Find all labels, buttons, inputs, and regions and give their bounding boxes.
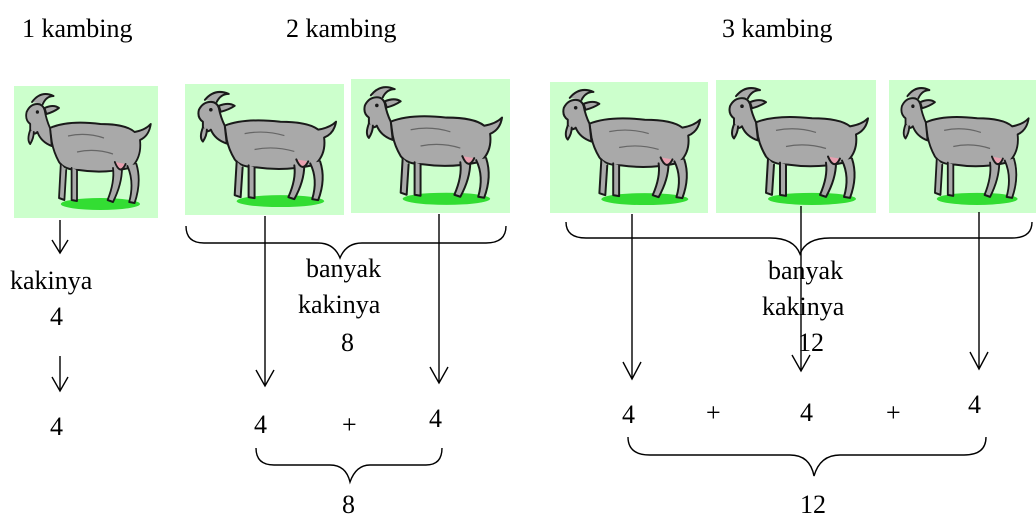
group-3-operator-1: + <box>706 398 721 427</box>
group-3-legs-value: 12 <box>798 328 824 357</box>
goat-card-6 <box>889 80 1036 213</box>
curly-brace-icon <box>185 225 507 260</box>
goat-icon <box>185 84 344 215</box>
group-3-legs-label-line2: kakinya <box>762 292 845 321</box>
group-3-addend-3: 4 <box>968 390 981 419</box>
group-2-legs-label-line2: kakinya <box>298 290 381 319</box>
arrow-down-icon <box>969 212 989 371</box>
goat-icon <box>14 86 158 218</box>
goat-card-2 <box>185 84 344 215</box>
arrow-down-icon <box>255 216 275 388</box>
group-2-addend-1: 4 <box>254 410 267 439</box>
group-1-addend: 4 <box>50 412 63 441</box>
group-3-title: 3 kambing <box>722 14 833 43</box>
goat-card-3 <box>351 79 510 213</box>
curly-brace-icon <box>627 436 987 477</box>
arrow-down-icon <box>51 220 69 255</box>
arrow-down-icon <box>622 214 642 381</box>
group-3-operator-2: + <box>886 398 901 427</box>
goat-icon <box>351 79 510 213</box>
group-1-title: 1 kambing <box>22 14 133 43</box>
group-3-sum: 12 <box>800 490 826 517</box>
group-1-legs-value: 4 <box>50 302 63 331</box>
curly-brace-icon <box>565 221 1033 256</box>
curly-brace-icon <box>255 447 443 485</box>
group-2-legs-label-line1: banyak <box>306 254 382 283</box>
arrow-down-icon <box>429 214 449 385</box>
arrow-down-icon <box>51 356 69 393</box>
group-3-addend-1: 4 <box>622 400 635 429</box>
group-1-legs-label: kakinya <box>10 266 93 295</box>
group-3-legs-label-line1: banyak <box>768 256 844 285</box>
group-2-legs-value: 8 <box>341 328 354 357</box>
goat-card-1 <box>14 86 158 218</box>
goat-icon <box>550 82 708 213</box>
goat-icon <box>889 80 1036 213</box>
group-3-addend-2: 4 <box>800 398 813 427</box>
group-2-operator: + <box>342 410 357 439</box>
arrow-down-icon <box>791 206 811 373</box>
group-2-title: 2 kambing <box>286 14 397 43</box>
group-2-sum: 8 <box>342 490 355 517</box>
goat-card-5 <box>716 80 876 213</box>
goat-card-4 <box>550 82 708 213</box>
group-2-addend-2: 4 <box>429 404 442 433</box>
goat-icon <box>716 80 876 213</box>
